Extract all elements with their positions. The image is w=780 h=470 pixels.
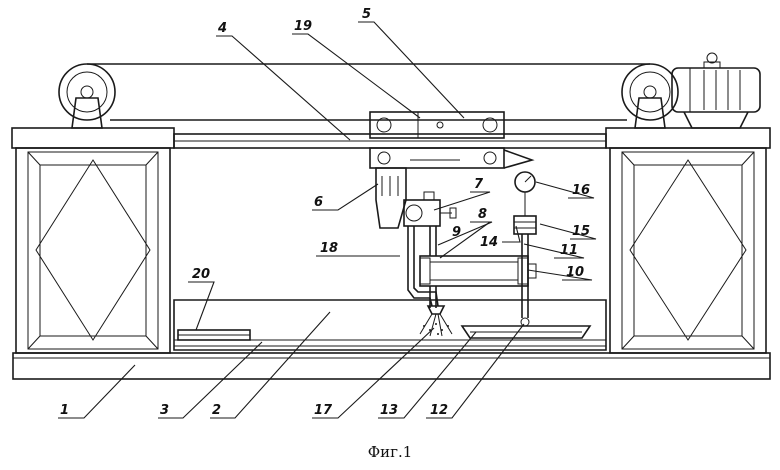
dosing-valve	[404, 192, 456, 226]
label-10: 10	[566, 265, 584, 280]
label-9: 9	[452, 225, 461, 240]
label-16: 16	[572, 183, 590, 198]
label-11: 11	[560, 243, 578, 258]
label-19: 19	[294, 19, 312, 34]
right-pulley	[622, 64, 678, 128]
label-3: 3	[160, 403, 169, 418]
gauge-assembly	[514, 172, 536, 326]
spray-nozzle	[420, 306, 452, 336]
reference-numerals: 1 2 3 4 5 6 7 8 9 10 11 12 13 14 15 16 1…	[60, 7, 590, 418]
label-18: 18	[320, 241, 338, 256]
guide-rail	[174, 134, 606, 148]
label-7: 7	[474, 177, 484, 192]
sample-dish	[462, 326, 590, 338]
label-13: 13	[380, 403, 398, 418]
right-column	[606, 128, 770, 353]
label-4: 4	[217, 21, 227, 36]
label-17: 17	[314, 403, 333, 418]
powder-hopper	[376, 168, 406, 228]
label-6: 6	[314, 195, 323, 210]
label-8: 8	[478, 207, 487, 222]
sample-plate	[178, 330, 250, 340]
label-2: 2	[212, 403, 221, 418]
label-12: 12	[430, 403, 448, 418]
feed-pipe	[408, 226, 438, 306]
bath-tray	[174, 300, 606, 350]
base-frame	[13, 353, 770, 379]
drive-belt	[87, 64, 650, 120]
electric-motor	[672, 53, 760, 128]
figure-caption: Фиг.1	[0, 443, 780, 461]
leader-lines	[58, 22, 596, 418]
label-1: 1	[60, 403, 69, 418]
label-15: 15	[572, 224, 590, 239]
left-pulley	[59, 64, 115, 128]
label-14: 14	[480, 235, 498, 250]
left-column	[12, 128, 174, 353]
label-5: 5	[362, 7, 371, 22]
label-20: 20	[192, 267, 210, 282]
